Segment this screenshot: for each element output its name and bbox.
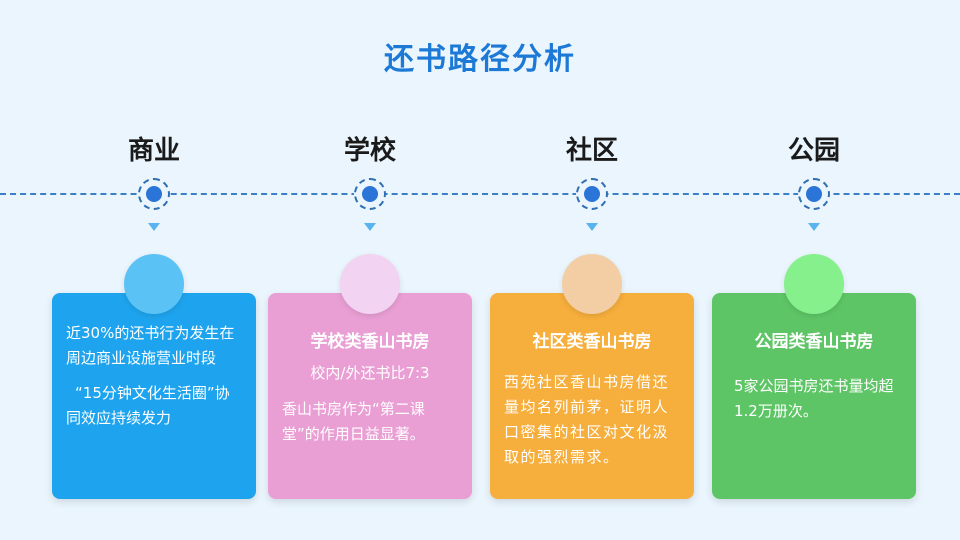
stage-bubble: [124, 254, 184, 314]
timeline-node-ring: [576, 178, 608, 210]
stage-card: 近30%的还书行为发生在周边商业设施营业时段 “15分钟文化生活圈”协同效应持续…: [52, 293, 256, 499]
stage-bubble: [562, 254, 622, 314]
stage-label: 商业: [127, 136, 180, 166]
card-paragraph: “15分钟文化生活圈”协同效应持续发力: [66, 384, 230, 427]
stage-label: 公园: [787, 136, 840, 166]
timeline-node-dot: [806, 186, 822, 202]
stage-card: 公园类香山书房 5家公园书房还书量均超1.2万册次。: [712, 293, 916, 499]
card-heading: 公园类香山书房: [754, 332, 874, 352]
down-arrow-icon: [808, 223, 820, 231]
stage-card: 学校类香山书房 校内/外还书比7:3 香山书房作为“第二课堂”的作用日益显著。: [268, 293, 472, 499]
stage-label: 学校: [343, 136, 396, 166]
stage-card: 社区类香山书房 西苑社区香山书房借还量均名列前茅，证明人口密集的社区对文化汲取的…: [490, 293, 694, 499]
card-paragraph: 5家公园书房还书量均超1.2万册次。: [734, 377, 894, 420]
stage-bubble: [340, 254, 400, 314]
down-arrow-icon: [586, 223, 598, 231]
stage-label: 社区: [565, 136, 618, 166]
card-paragraph: 西苑社区香山书房借还量均名列前茅，证明人口密集的社区对文化汲取的强烈需求。: [504, 373, 670, 466]
timeline-node-ring: [138, 178, 170, 210]
card-heading: 学校类香山书房: [310, 332, 430, 352]
timeline-node-dot: [362, 186, 378, 202]
down-arrow-icon: [364, 223, 376, 231]
timeline-node-dot: [146, 186, 162, 202]
page-title: 还书路径分析: [384, 42, 576, 77]
down-arrow-icon: [148, 223, 160, 231]
timeline-node-dot: [584, 186, 600, 202]
card-paragraph: 香山书房作为“第二课堂”的作用日益显著。: [282, 400, 425, 443]
card-heading: 社区类香山书房: [532, 332, 652, 352]
stage-bubble: [784, 254, 844, 314]
card-paragraph: 近30%的还书行为发生在周边商业设施营业时段: [66, 324, 235, 367]
timeline-line: [0, 193, 960, 195]
card-subheading: 校内/外还书比7:3: [310, 364, 430, 382]
